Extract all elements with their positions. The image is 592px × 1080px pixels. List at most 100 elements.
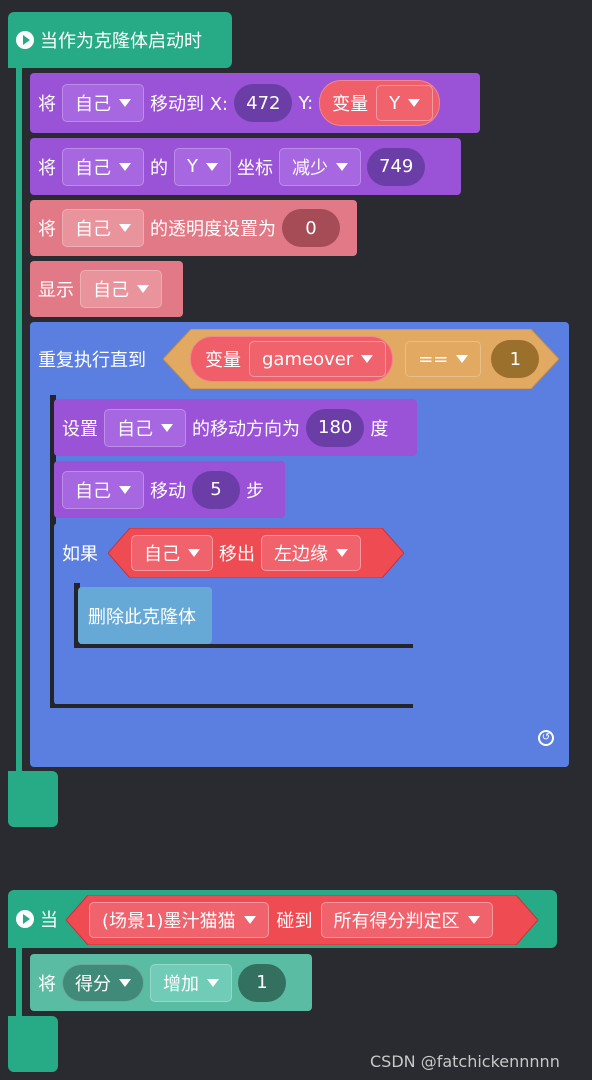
target-dropdown[interactable]: 自己 [62, 84, 144, 122]
move-out-label: 移出 [219, 544, 255, 565]
variable-label: 变量 [205, 350, 241, 371]
of-label: 的 [150, 157, 168, 179]
script-1-end-cap [8, 771, 58, 827]
target-value: 自己 [75, 219, 111, 240]
move-to-xy-block[interactable]: 将 自己 移动到 X: 472 Y: 变量 Y [30, 73, 480, 133]
direction-label: 的移动方向为 [192, 418, 300, 440]
compare-value-input[interactable]: 1 [491, 340, 540, 378]
show-block[interactable]: 显示 自己 [30, 261, 183, 317]
if-body-slot [74, 583, 80, 647]
touch-hat-header: 当 [8, 890, 66, 948]
edge-value: 左边缘 [274, 544, 328, 565]
caret-down-icon [137, 285, 149, 293]
touch-target-value: 所有得分判定区 [333, 911, 460, 932]
caret-down-icon [119, 99, 131, 107]
condition-content: 变量 gameover == 1 [190, 329, 540, 389]
axis-value: Y [187, 156, 198, 177]
operation-value: 减少 [292, 157, 328, 179]
degree-unit: 度 [370, 418, 389, 440]
caret-down-icon [161, 423, 173, 432]
repeat-body-slot [50, 395, 56, 707]
axis-dropdown[interactable]: Y [174, 147, 231, 186]
move-label: 移动 [150, 480, 186, 502]
variable-dropdown[interactable]: Y [376, 85, 434, 121]
touch-sprite-content: (场景1)墨汁猫猫 碰到 所有得分判定区 [89, 895, 493, 945]
target-dropdown[interactable]: 自己 [80, 270, 162, 308]
caret-down-icon [408, 99, 421, 107]
loop-arrow-icon: ↺ [538, 730, 554, 746]
variable-reporter[interactable]: 变量 Y [319, 80, 441, 126]
watermark: CSDN @fatchickennnnn [370, 1052, 560, 1071]
action-label: 移动到 X: [150, 94, 229, 115]
target-dropdown[interactable]: 自己 [62, 147, 144, 186]
set-direction-block[interactable]: 设置 自己 的移动方向为 180 度 [54, 399, 417, 456]
play-icon [16, 31, 34, 49]
target-dropdown[interactable]: 自己 [62, 209, 144, 247]
caret-down-icon [119, 224, 131, 232]
repeat-until-label: 重复执行直到 [38, 350, 146, 371]
caret-down-icon [243, 916, 256, 924]
opacity-input[interactable]: 0 [282, 209, 340, 247]
set-opacity-block[interactable]: 将 自己 的透明度设置为 0 [30, 200, 357, 256]
caret-down-icon [119, 162, 131, 171]
if-header: 如果 [54, 523, 106, 583]
target-value: 自己 [117, 418, 153, 440]
operator-dropdown[interactable]: == [405, 341, 482, 377]
variable-name: 得分 [75, 973, 111, 995]
x-value-input[interactable]: 472 [234, 84, 293, 122]
change-coordinate-block[interactable]: 将 自己 的 Y 坐标 减少 749 [30, 138, 461, 195]
amount-input[interactable]: 749 [367, 147, 426, 186]
delete-clone-label: 删除此克隆体 [88, 606, 196, 628]
caret-down-icon [361, 355, 374, 363]
target-value: 自己 [75, 157, 111, 179]
variable-name: gameover [262, 348, 354, 370]
target-dropdown[interactable]: 自己 [62, 470, 144, 509]
if-label: 如果 [62, 544, 98, 565]
operation-dropdown[interactable]: 增加 [150, 963, 232, 1002]
edge-dropdown[interactable]: 左边缘 [261, 535, 361, 571]
caret-down-icon [119, 485, 131, 494]
block-prefix: 将 [38, 219, 56, 240]
variable-label: 变量 [332, 94, 369, 115]
touch-target-dropdown[interactable]: 所有得分判定区 [320, 902, 493, 938]
sprite-dropdown[interactable]: (场景1)墨汁猫猫 [89, 902, 269, 938]
script-1-spine [16, 66, 22, 772]
repeat-body-slot-bottom [50, 704, 413, 708]
hat-label: 当作为克隆体启动时 [40, 31, 202, 52]
coord-label: 坐标 [237, 157, 273, 179]
caret-down-icon [119, 978, 131, 987]
operator-value: == [418, 348, 449, 370]
steps-input[interactable]: 5 [192, 470, 240, 509]
hat-label: 当 [40, 910, 58, 931]
sprite-value: (场景1)墨汁猫猫 [102, 911, 236, 932]
block-prefix: 将 [38, 94, 56, 115]
clone-start-hat-block[interactable]: 当作为克隆体启动时 [8, 12, 232, 68]
amount-input[interactable]: 1 [238, 963, 286, 1002]
target-dropdown[interactable]: 自己 [131, 535, 213, 571]
caret-down-icon [456, 355, 469, 363]
repeat-until-header: 重复执行直到 [30, 326, 154, 392]
caret-down-icon [336, 549, 348, 557]
target-value: 自己 [75, 480, 111, 502]
script-2-spine [16, 946, 22, 1024]
target-value: 自己 [93, 280, 129, 301]
variable-dropdown[interactable]: 得分 [62, 963, 144, 1002]
variable-reporter[interactable]: 变量 gameover [190, 336, 394, 382]
set-label: 设置 [62, 418, 98, 440]
change-variable-block[interactable]: 将 得分 增加 1 [30, 954, 312, 1011]
play-icon [16, 910, 34, 928]
block-prefix: 将 [38, 973, 56, 995]
caret-down-icon [336, 162, 348, 171]
operation-dropdown[interactable]: 减少 [279, 147, 361, 186]
target-dropdown[interactable]: 自己 [104, 408, 186, 447]
target-value: 自己 [75, 94, 111, 115]
move-steps-block[interactable]: 自己 移动 5 步 [54, 461, 285, 518]
operation-value: 增加 [163, 973, 199, 995]
script-2-end-cap [8, 1016, 58, 1072]
touch-edge-content: 自己 移出 左边缘 [131, 528, 361, 578]
y-label: Y: [298, 92, 314, 114]
if-body-slot-bottom [74, 644, 413, 648]
variable-dropdown[interactable]: gameover [249, 341, 387, 377]
delete-clone-block[interactable]: 删除此克隆体 [78, 587, 212, 644]
direction-input[interactable]: 180 [306, 408, 365, 447]
